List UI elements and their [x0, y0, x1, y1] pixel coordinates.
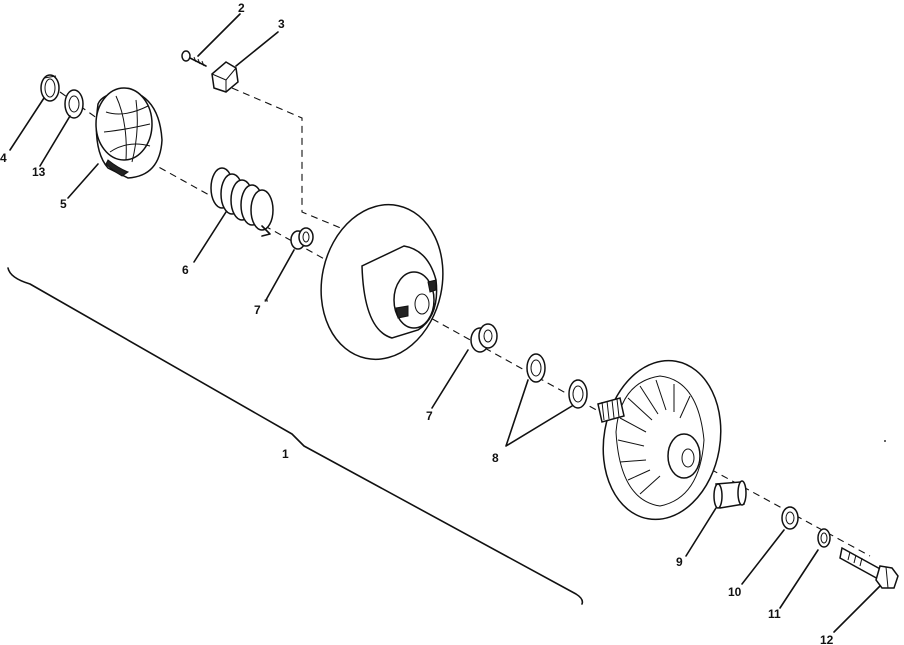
callout-13: 13: [32, 165, 46, 179]
bolt-part: [839, 546, 899, 589]
callout-2: 2: [238, 1, 245, 15]
washer-8a-part: [526, 353, 546, 383]
callout-7-lower: 7: [426, 409, 433, 423]
snap-ring-part: [40, 74, 60, 102]
fixed-sheave-part: [597, 359, 722, 521]
callout-7-upper: 7: [254, 303, 261, 317]
leader-lines: [9, 13, 881, 633]
washer-8b-part: [568, 379, 588, 409]
spider-cam-part: [95, 87, 163, 179]
callout-7-upper-mark: ": [264, 298, 268, 308]
button-weight-part: [211, 61, 239, 93]
callout-labels: 1 2 3 4 5 6 7 " 7 8 9 10 11 12 13: [0, 1, 834, 645]
washer-13-part: [64, 89, 84, 119]
callout-4: 4: [0, 151, 7, 165]
callout-5: 5: [60, 197, 67, 211]
spring-part: [210, 167, 274, 237]
movable-sheave-part: [320, 203, 444, 361]
callout-12: 12: [820, 633, 834, 645]
assembly-bracket: [7, 267, 584, 605]
artifact-dot: [884, 440, 886, 442]
callout-1: 1: [282, 447, 289, 461]
callout-6: 6: [182, 263, 189, 277]
callout-11: 11: [768, 607, 781, 621]
bushing-upper-part: [290, 227, 314, 250]
washer-10-part: [781, 506, 799, 530]
callout-10: 10: [728, 585, 742, 599]
guide-dashed-line: [231, 87, 361, 237]
spacer-part: [713, 480, 747, 509]
callout-9: 9: [676, 555, 683, 569]
bushing-lower-part: [470, 323, 498, 353]
lock-washer-part: [817, 528, 831, 548]
callout-8: 8: [492, 451, 499, 465]
screw-part: [181, 50, 207, 67]
callout-3: 3: [278, 17, 285, 31]
center-axis-line-front: [689, 457, 871, 557]
